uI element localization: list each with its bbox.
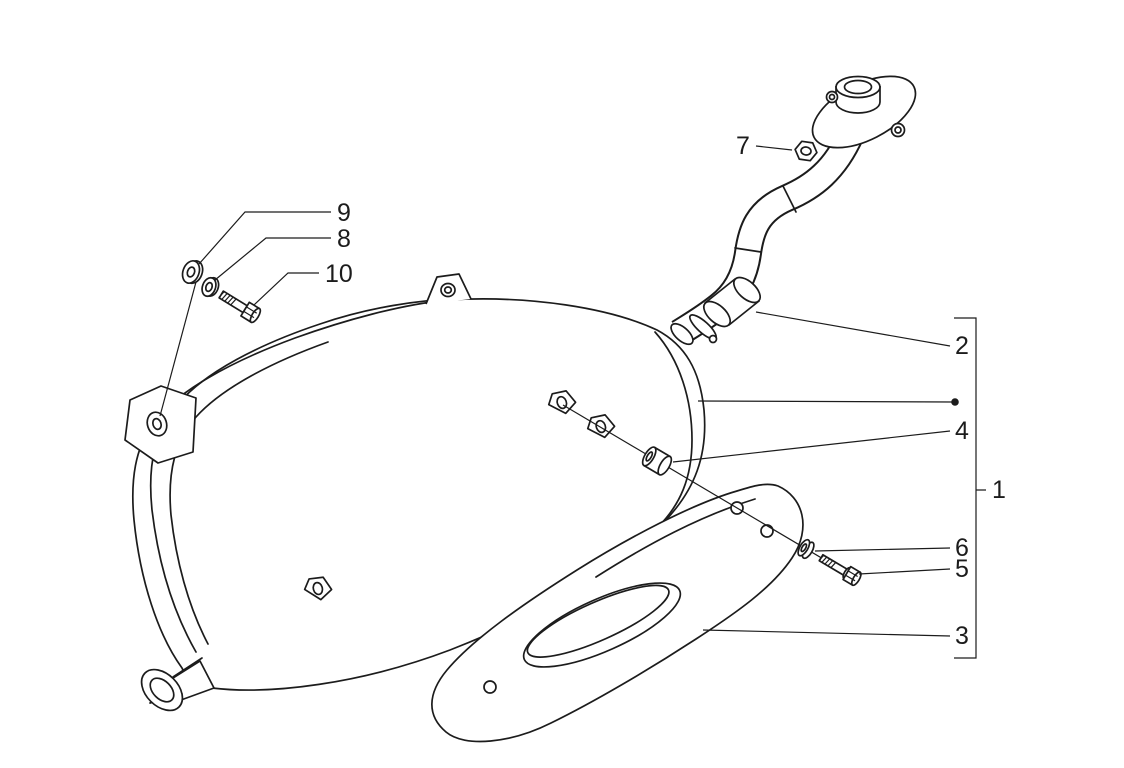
leader-4 <box>672 430 951 463</box>
callout-label-5: 5 <box>955 555 969 583</box>
bracket-washer-inner <box>201 276 220 298</box>
muffler-tab-upper <box>547 390 577 415</box>
muffler-tab-front <box>303 576 333 601</box>
clamp-bolt <box>708 334 718 344</box>
leader-10 <box>253 272 319 306</box>
flange-nut <box>794 140 818 162</box>
heat-shield <box>431 483 804 743</box>
callout-label-3: 3 <box>955 622 969 650</box>
leader-9 <box>198 211 331 265</box>
callout-label-6: 6 <box>955 534 969 562</box>
pipe-coupling-sleeve <box>670 276 762 346</box>
muffler-inlet-ring <box>670 322 694 346</box>
leader-dot <box>951 398 959 406</box>
leader-2 <box>755 311 951 347</box>
callout-label-7: 7 <box>736 132 750 160</box>
leader-7 <box>755 145 793 151</box>
muffler-bracket-left <box>124 385 197 464</box>
flange-hole <box>825 90 839 104</box>
spacer-bushing <box>641 445 673 477</box>
bracket-screw <box>218 290 262 324</box>
exhaust-flange <box>811 75 917 149</box>
callouts: 9 8 10 7 2 4 6 5 3 1 <box>198 132 1006 659</box>
leader-dot-muffler <box>697 400 955 403</box>
assembly-bracket-1 <box>954 317 986 659</box>
shield-bolt <box>818 553 862 587</box>
heat-shield-slot <box>522 582 682 668</box>
heat-shield-hole <box>760 524 774 538</box>
pipe-weld-seam <box>782 185 797 213</box>
muffler-endcap-seam <box>654 331 693 528</box>
callout-label-8: 8 <box>337 225 351 253</box>
leader-3 <box>702 629 951 637</box>
leader-5 <box>858 568 951 575</box>
leader-6 <box>814 547 951 552</box>
flange-stud-hole <box>890 122 906 138</box>
callout-label-2: 2 <box>955 332 969 360</box>
callout-label-4: 4 <box>955 417 969 445</box>
callout-label-10: 10 <box>325 260 353 288</box>
callout-label-1: 1 <box>992 476 1006 504</box>
pipe-weld-seam <box>734 247 762 253</box>
heat-shield-hole <box>483 680 497 694</box>
mounting-axis-left <box>159 281 197 417</box>
callout-label-9: 9 <box>337 199 351 227</box>
shield-washer <box>797 538 815 560</box>
leader-8 <box>214 237 331 281</box>
muffler-tail-pipe <box>140 657 215 712</box>
muffler-bracket-top <box>425 273 472 305</box>
bracket-washer-outer <box>181 260 204 285</box>
